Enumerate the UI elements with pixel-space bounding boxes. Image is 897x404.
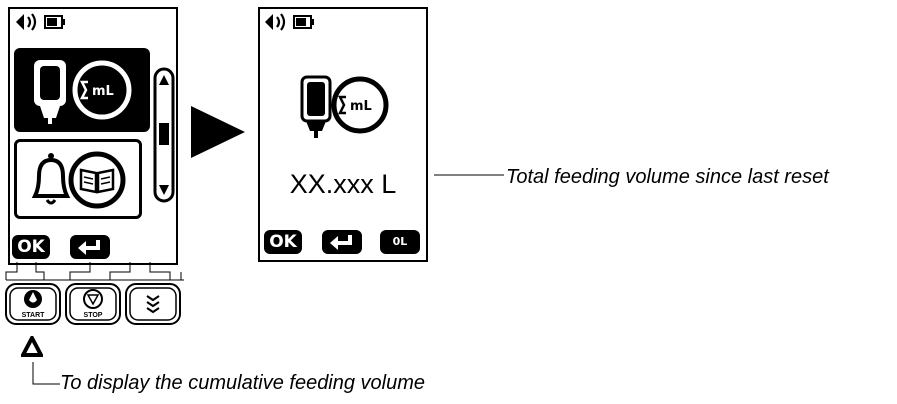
- start-drop-icon: [24, 290, 42, 308]
- alarm-log-icon: [31, 151, 126, 209]
- battery-icon: [293, 15, 314, 29]
- left-screen: mL OK: [8, 7, 178, 265]
- ml-badge: mL: [350, 99, 372, 114]
- return-arrow-icon: [330, 235, 352, 250]
- ok-softkey[interactable]: OK: [264, 230, 302, 254]
- stop-button[interactable]: STOP: [64, 282, 122, 326]
- transition-arrow-icon: [191, 106, 245, 158]
- volume-caption: Total feeding volume since last reset: [506, 166, 829, 188]
- scrollbar[interactable]: [153, 67, 175, 203]
- ml-badge: mL: [92, 84, 114, 99]
- scroll-thumb: [159, 123, 169, 145]
- scroll-up-icon: [159, 75, 169, 85]
- start-label: START: [22, 312, 46, 319]
- volume-caption-leader: [434, 174, 504, 176]
- button-caption: To display the cumulative feeding volume: [60, 372, 426, 394]
- back-softkey[interactable]: [322, 230, 362, 254]
- speaker-icon: [265, 13, 286, 31]
- cumulative-volume-icon: mL: [300, 75, 389, 138]
- button-caption-leader: [32, 362, 60, 385]
- speaker-icon: [16, 13, 37, 31]
- stop-label: STOP: [84, 312, 103, 319]
- return-arrow-icon: [78, 240, 100, 255]
- ok-softkey[interactable]: OK: [12, 235, 50, 259]
- stop-drop-icon: [83, 289, 103, 309]
- hardware-button-strip: [5, 262, 184, 281]
- menu-button[interactable]: [124, 282, 182, 326]
- menu-item-cumulative-volume[interactable]: mL: [14, 48, 150, 132]
- back-softkey[interactable]: [70, 235, 110, 259]
- pointer-triangle-icon: [21, 336, 43, 357]
- menu-chevrons-icon: [146, 295, 160, 314]
- scroll-down-icon: [159, 185, 169, 195]
- battery-icon: [44, 15, 65, 29]
- volume-readout: XX.xxx L: [289, 169, 397, 199]
- menu-item-alarm-log[interactable]: [14, 139, 142, 219]
- start-button[interactable]: START: [4, 282, 62, 326]
- right-screen: mL XX.xxx L OK 0L: [258, 7, 428, 262]
- cumulative-volume-icon: mL: [34, 60, 132, 124]
- reset-softkey[interactable]: 0L: [380, 230, 420, 254]
